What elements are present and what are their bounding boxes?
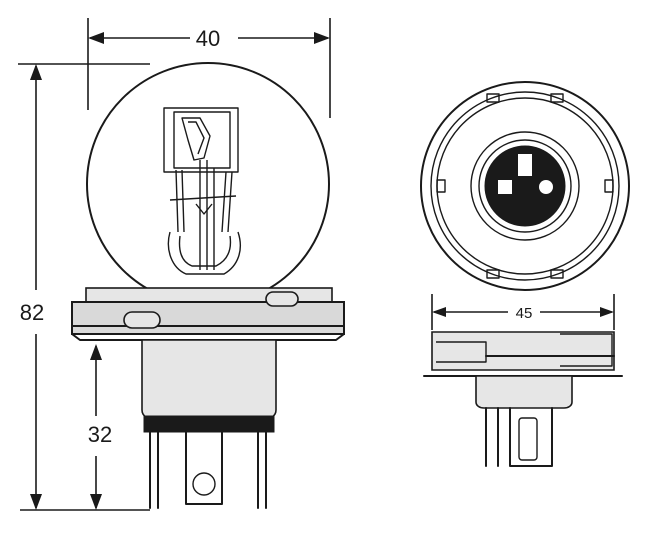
dim-flange-width: 45 xyxy=(431,294,615,330)
base-pins xyxy=(149,431,267,509)
dim-base-height: 32 xyxy=(88,344,112,510)
filament-shield xyxy=(163,107,239,173)
flange-plate xyxy=(71,287,345,341)
dim-bulb-width: 40 xyxy=(87,18,331,118)
base-collar xyxy=(141,339,277,433)
filament-stem xyxy=(167,160,242,275)
dim-overall-height: 82 xyxy=(18,63,150,511)
label-flange-width: 45 xyxy=(516,305,533,322)
label-bulb-width: 40 xyxy=(196,26,220,51)
contact-plate xyxy=(484,145,566,227)
front-view xyxy=(420,81,630,291)
glass-globe xyxy=(86,62,330,306)
label-base-height: 32 xyxy=(88,422,112,447)
profile-view: 45 xyxy=(423,294,623,467)
label-overall-height: 82 xyxy=(20,300,44,325)
rim-notches xyxy=(436,93,614,279)
side-view: 40 82 32 xyxy=(18,18,345,511)
